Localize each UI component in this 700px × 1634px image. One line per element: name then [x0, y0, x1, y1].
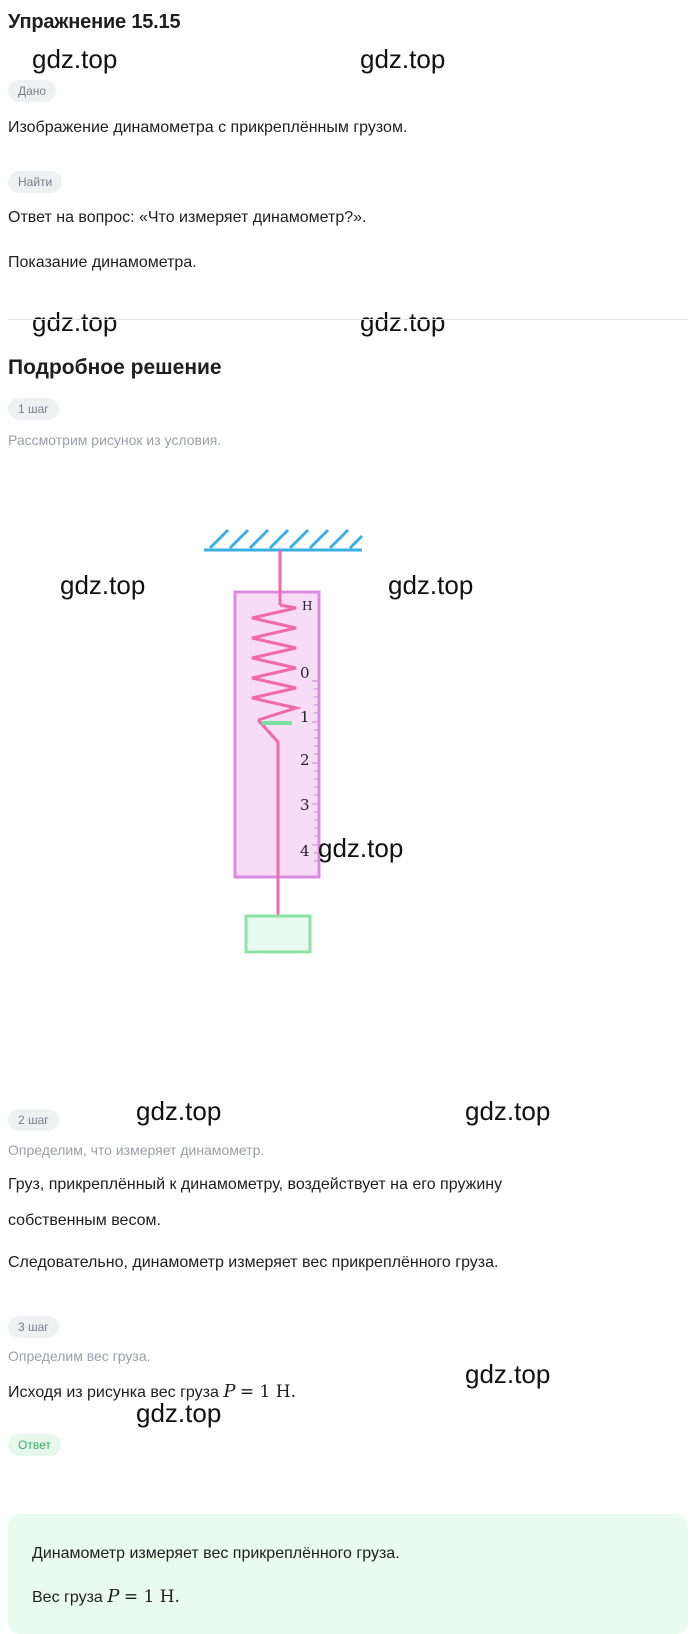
- step-text: Исходя из рисунка вес груза P = 1 Н.: [8, 1381, 296, 1402]
- given-badge: Дано: [8, 80, 57, 102]
- given-text: Изображение динамометра с прикреплённым …: [8, 119, 408, 136]
- support-hatch: [208, 528, 364, 550]
- find-badge: Найти: [8, 171, 63, 193]
- watermark: gdz.top: [465, 1096, 551, 1126]
- spring: [251, 603, 302, 722]
- step-text: Груз, прикреплённый к динамометру, возде…: [8, 1176, 503, 1193]
- scale-ticks: [312, 680, 319, 862]
- watermark: gdz.top: [32, 307, 118, 337]
- find-item: Ответ на вопрос: «Что измеряет динамомет…: [8, 209, 367, 226]
- formula-value: = 1 Н.: [239, 1382, 296, 1402]
- answer-text: Динамометр измеряет вес прикреплённого г…: [32, 1545, 400, 1562]
- formula-value: = 1 Н.: [123, 1587, 180, 1607]
- find-item: Показание динамометра.: [8, 254, 197, 271]
- step-badge: 2 шаг: [8, 1109, 59, 1131]
- scale-label: 0: [300, 664, 310, 682]
- watermark: gdz.top: [60, 570, 146, 600]
- formula-variable: P: [107, 1586, 120, 1607]
- scale-label: 2: [300, 751, 310, 769]
- scale-label: 1: [300, 708, 310, 726]
- watermark: gdz.top: [360, 44, 446, 74]
- watermark: gdz.top: [32, 44, 118, 74]
- unit-label: Н: [302, 599, 312, 613]
- step-text-prefix: Исходя из рисунка вес груза: [8, 1384, 219, 1401]
- watermark: gdz.top: [136, 1398, 222, 1428]
- answer-text: Вес груза P = 1 Н.: [32, 1586, 180, 1607]
- spring-rod-bottom: [256, 718, 280, 920]
- step-text: собственным весом.: [8, 1212, 161, 1229]
- weight-block: [244, 914, 312, 954]
- step-hint: Определим вес груза.: [8, 1348, 151, 1364]
- step-text: Следовательно, динамометр измеряет вес п…: [8, 1254, 499, 1271]
- watermark: gdz.top: [136, 1096, 222, 1126]
- dynamometer-figure: Н 0 1 2 3 4: [204, 528, 364, 954]
- answer-badge: Ответ: [8, 1434, 61, 1456]
- formula-variable: P: [223, 1381, 236, 1402]
- step-badge: 3 шаг: [8, 1316, 59, 1338]
- scale-label: 4: [300, 842, 310, 860]
- watermark: gdz.top: [465, 1359, 551, 1389]
- answer-box: Динамометр измеряет вес прикреплённого г…: [8, 1514, 688, 1634]
- step-badge: 1 шаг: [8, 398, 59, 420]
- scale-label: 3: [300, 796, 310, 814]
- section-divider: [8, 319, 688, 320]
- step-hint: Рассмотрим рисунок из условия.: [8, 432, 222, 448]
- solution-title: Подробное решение: [8, 356, 222, 379]
- watermark: gdz.top: [318, 833, 404, 863]
- watermark: gdz.top: [360, 307, 446, 337]
- answer-prefix: Вес груза: [32, 1589, 103, 1606]
- step-hint: Определим, что измеряет динамометр.: [8, 1142, 265, 1158]
- watermark: gdz.top: [388, 570, 474, 600]
- page-title: Упражнение 15.15: [8, 11, 181, 33]
